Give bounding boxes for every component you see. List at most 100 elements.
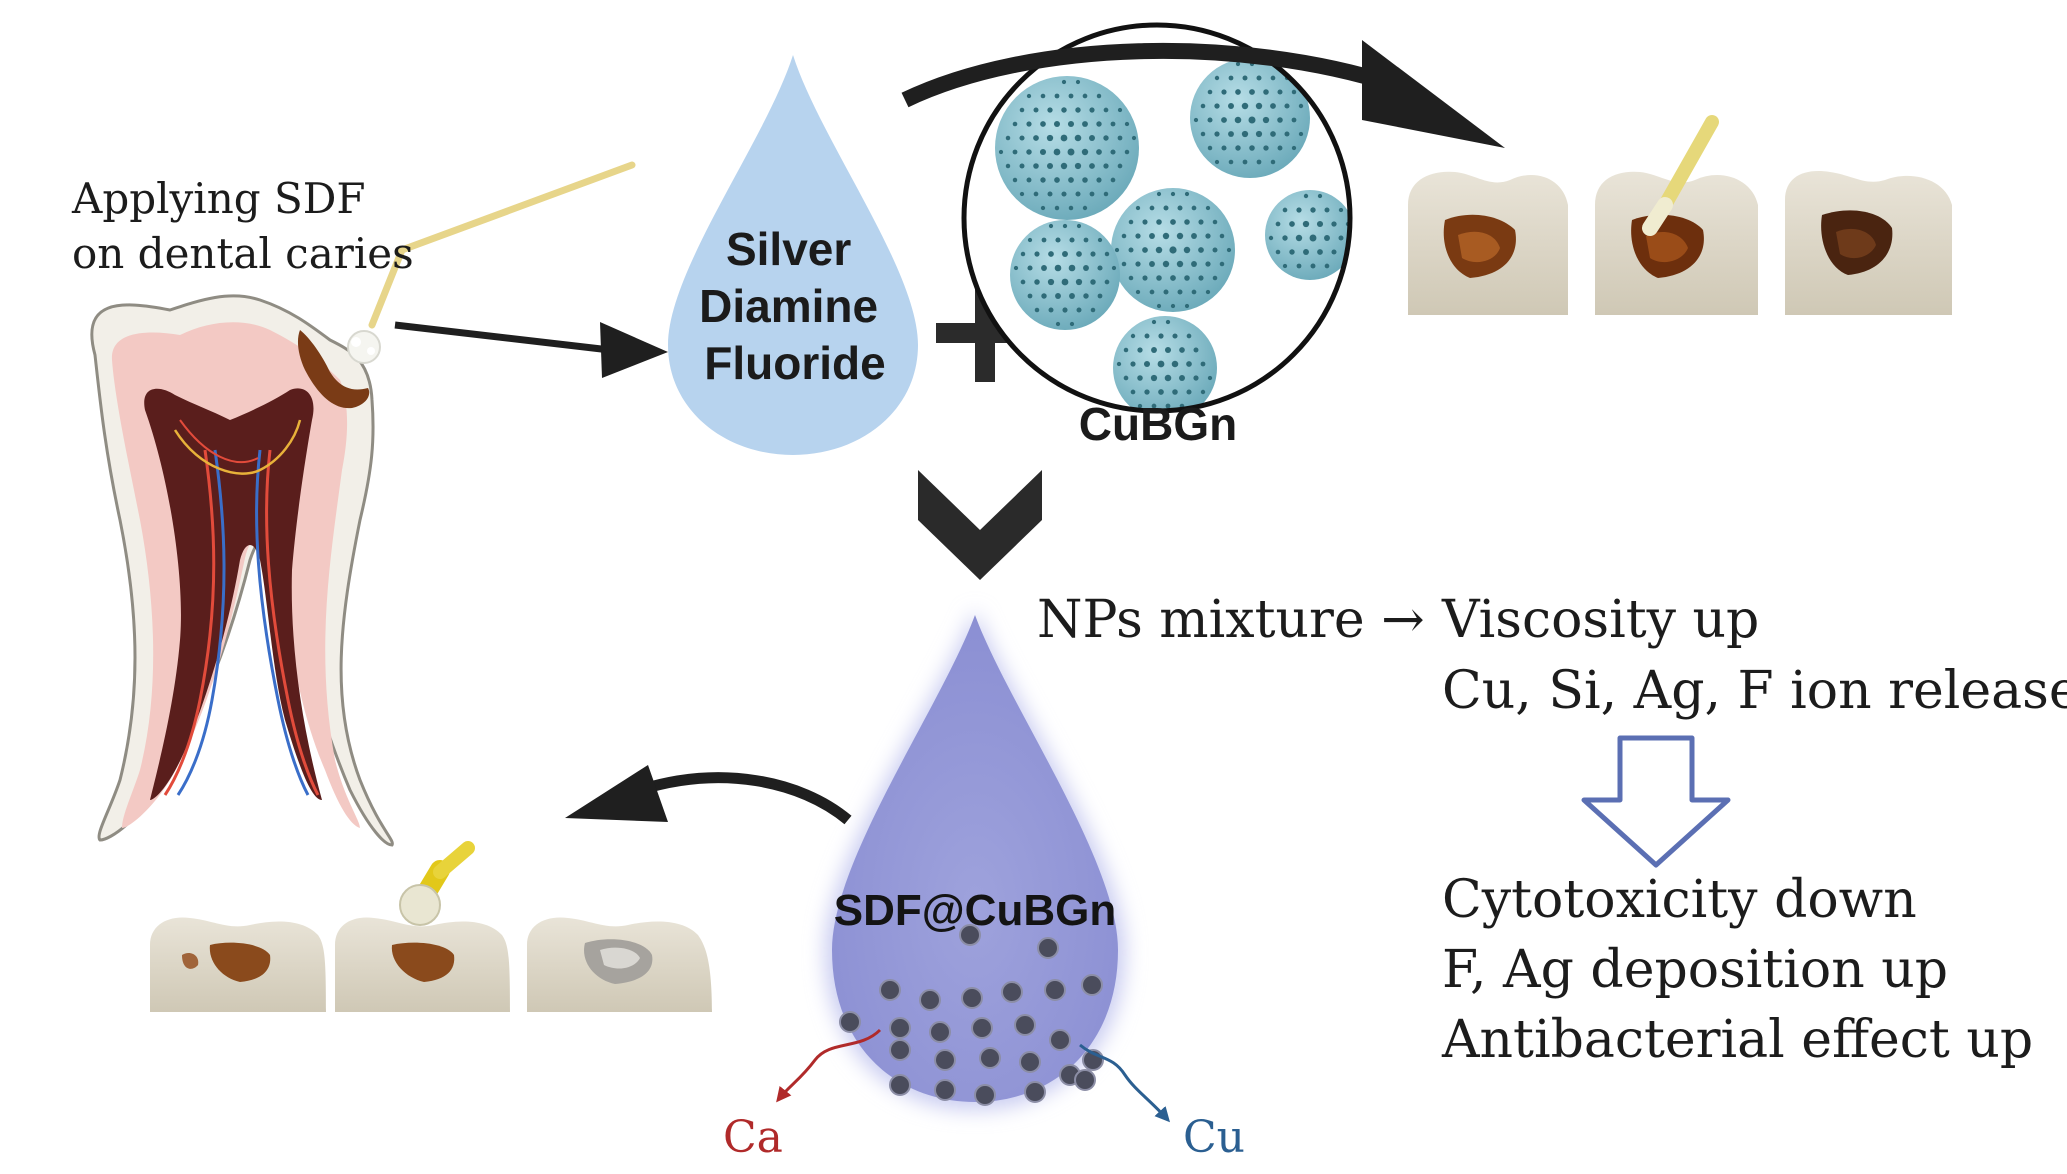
sphere-pore-dot [1069,321,1075,327]
sphere-pore-dot [1104,279,1110,285]
composite-particle [839,1011,861,1033]
sphere-pore-dot [1177,289,1183,295]
applicator-icon [347,161,636,364]
sphere-pore-dot [1055,237,1061,243]
sphere-pore-dot [1184,303,1190,309]
sphere-pore-dot [1193,347,1199,353]
sphere-pore-dot [1047,191,1053,197]
sphere-pore-dot [1061,191,1067,197]
ca-label: Ca [723,1112,783,1163]
composite-particle [1081,974,1103,996]
sphere-pore-dot [1262,116,1270,124]
sphere-pore-dot [1170,191,1176,197]
curved-arrow-bottom [638,772,852,825]
sphere-pore-dot [1123,347,1129,353]
sphere-pore-dot [1214,131,1220,137]
sphere-pore-dot [1026,93,1032,99]
sphere-pore-dot [1013,265,1019,271]
cu-label: Cu [1183,1112,1245,1163]
sphere-pore-dot [1012,121,1018,127]
sphere-pore-dot [1097,265,1103,271]
sphere-pore-dot [1256,75,1262,81]
sphere-pore-dot [1296,207,1302,213]
sphere-pore-dot [1076,251,1082,257]
sphere-pore-dot [1076,307,1082,313]
composite-particle [1074,1069,1096,1091]
sphere-pore-dot [1162,232,1170,240]
sphere-pore-dot [1191,233,1197,239]
sphere-pore-dot [1277,145,1283,151]
sphere-pore-dot [1135,261,1141,267]
tooth-photo-top-2 [1595,115,1758,315]
sphere-pore-dot [1114,247,1120,253]
sphere-pore-dot [1068,93,1074,99]
sphere-pore-dot [1089,191,1095,197]
sphere-pore-dot [1235,89,1241,95]
sphere-pore-dot [1142,275,1148,281]
sphere-pore-dot [1298,103,1304,109]
effects-primary: Viscosity up Cu, Si, Ag, F ion release [1441,590,2067,721]
sphere-pore-dot [1149,233,1155,239]
tooth-photo-top-1 [1408,171,1568,315]
sphere-pore-dot [1162,260,1170,268]
composite-particle [979,1047,1001,1069]
composite-particle [1024,1081,1046,1103]
sphere-pore-dot [1083,237,1089,243]
composite-particle [934,1079,956,1101]
sphere-pore-dot [1130,333,1136,339]
sphere-pore-dot [1033,135,1039,141]
sphere-pore-dot [1041,237,1047,243]
sphere-pore-dot [1338,235,1344,241]
composite-particle [974,1084,996,1106]
sphere-pore-dot [1082,205,1088,211]
sphere-pore-dot [1191,261,1197,267]
sphere-pore-dot [1061,278,1069,286]
sphere-pore-dot [1131,135,1137,141]
sphere-pore-dot [1075,278,1083,286]
sphere-pore-dot [1089,107,1095,113]
sphere-pore-dot [1144,333,1150,339]
sphere-pore-dot [1249,145,1255,151]
sphere-pore-dot [1324,263,1330,269]
sphere-pore-dot [1020,251,1026,257]
sphere-pore-dot [1191,205,1197,211]
sdf-drop [668,55,918,455]
sphere-pore-dot [1083,265,1089,271]
sphere-pore-dot [1012,177,1018,183]
sphere-pore-dot [1263,89,1269,95]
sphere-pore-dot [1277,89,1283,95]
sphere-pore-dot [1076,223,1082,229]
sphere-pore-dot [1205,289,1211,295]
sphere-pore-dot [1090,251,1096,257]
sphere-pore-dot [1291,89,1297,95]
sphere-pore-dot [1164,346,1172,354]
composite-drop [832,615,1118,1102]
sphere-pore-dot [1135,289,1141,295]
sphere-pore-dot [1205,233,1211,239]
sphere-pore-dot [1110,149,1116,155]
sphere-pore-dot [1033,163,1039,169]
sphere-pore-dot [1060,162,1068,170]
sphere-pore-dot [1282,207,1288,213]
sphere-pore-dot [1179,347,1185,353]
sphere-pore-dot [1234,116,1242,124]
sphere-pore-dot [1089,135,1095,141]
sphere-pore-dot [1090,307,1096,313]
sphere-pore-dot [1128,219,1134,225]
sphere-pore-dot [1331,249,1337,255]
sphere-pore-dot [1083,293,1089,299]
arrow-to-sdf [394,321,611,354]
sphere-pore-dot [1169,246,1177,254]
sphere-pore-dot [1295,234,1303,242]
sphere-pore-dot [1256,159,1262,165]
sphere-pore-dot [1103,163,1109,169]
sphere-pore-dot [1081,148,1089,156]
composite-label: SDF@CuBGn [834,886,1116,935]
sphere-pore-dot [1205,261,1211,267]
sphere-pore-dot [1289,249,1295,255]
sphere-pore-dot [1096,149,1102,155]
curved-arrow-icon [901,42,1398,108]
sphere-pore-dot [1027,237,1033,243]
sphere-pore-dot [1103,107,1109,113]
